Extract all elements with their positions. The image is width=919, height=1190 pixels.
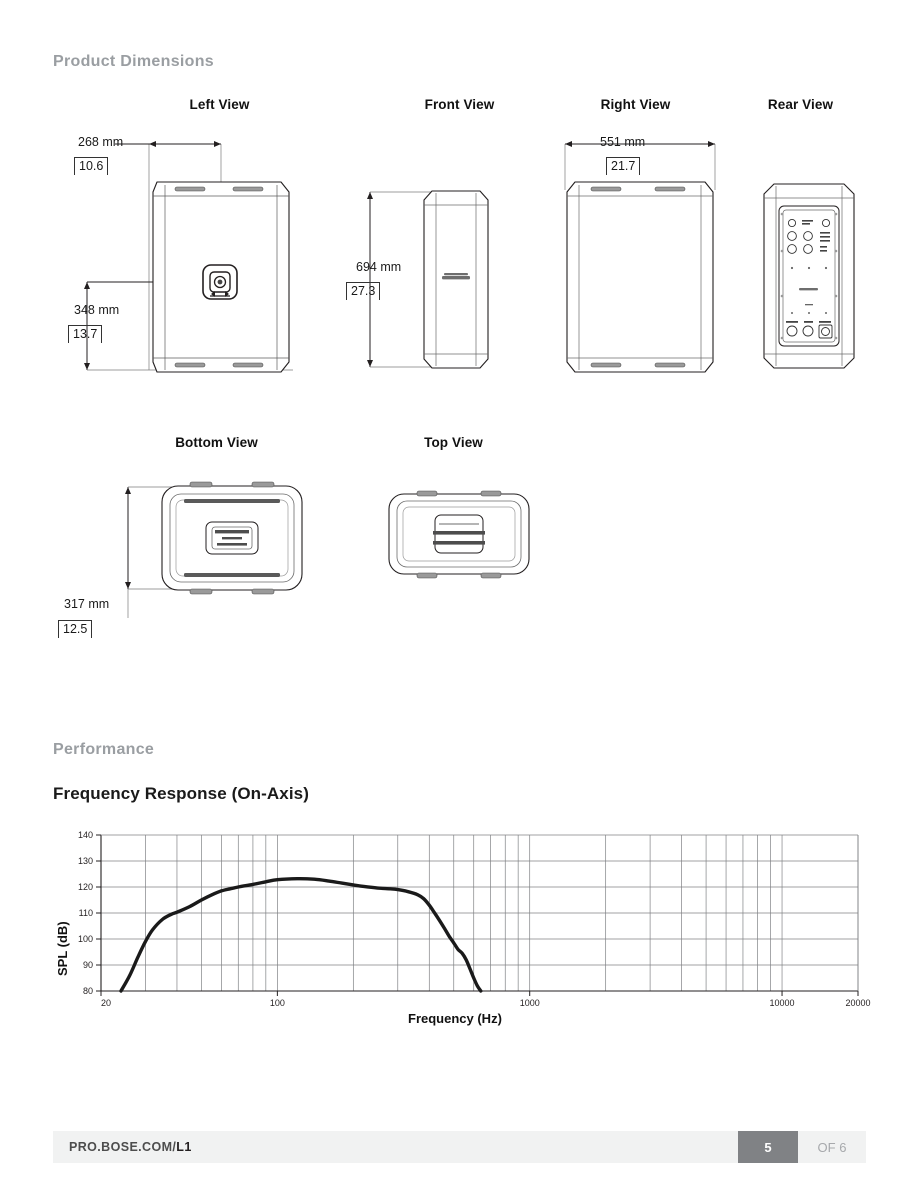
chart-y-tick-label: 100 [78, 934, 93, 944]
view-title-bottom: Bottom View [175, 435, 258, 450]
page-footer: PRO.BOSE.COM/L1 5 OF 6 [53, 1131, 866, 1163]
chart-y-tick-label: 120 [78, 882, 93, 892]
dim-left-width-imperial: 10.6 [74, 157, 109, 175]
chart-x-tick-label: 100 [270, 998, 285, 1008]
footer-url-suffix: L1 [176, 1140, 192, 1154]
view-title-front: Front View [424, 97, 495, 112]
chart-x-axis-title: Frequency (Hz) [408, 1011, 502, 1026]
left-view-drawing [53, 130, 343, 380]
spl-response-curve [119, 876, 483, 993]
footer-url-prefix: PRO.BOSE.COM/ [69, 1140, 177, 1154]
chart-y-tick-label: 110 [79, 908, 93, 918]
footer-pagination: 5 OF 6 [738, 1131, 866, 1163]
front-view-drawing [340, 175, 530, 380]
chart-x-tick-label: 10000 [770, 998, 795, 1008]
chart-y-tick-label: 140 [78, 830, 93, 840]
dim-left-width-metric: 268 mm [78, 135, 124, 149]
dim-right-width-imperial: 21.7 [606, 157, 641, 175]
chart-y-axis-title: SPL (dB) [55, 921, 70, 976]
top-view-drawing [375, 482, 550, 592]
chart-x-tick-label: 20 [101, 998, 111, 1008]
page-total-label: OF 6 [817, 1139, 847, 1155]
dim-front-height-metric: 694 mm [356, 260, 402, 274]
view-title-right: Right View [600, 97, 671, 112]
right-view-drawing [545, 130, 735, 380]
dim-left-height-imperial: 13.7 [68, 325, 103, 343]
dim-left-height-metric: 348 mm [74, 303, 120, 317]
rear-view-drawing [752, 176, 872, 376]
performance-heading: Performance [53, 741, 155, 758]
frequency-response-chart: SPL (dB) 80 90 100 110 120 130 140 20 100 1000 10… [53, 826, 871, 1031]
dim-front-height-imperial: 27.3 [346, 282, 381, 300]
dim-right-width-metric: 551 mm [600, 135, 646, 149]
chart-y-tick-label: 80 [83, 986, 93, 996]
view-title-top: Top View [424, 435, 483, 450]
chart-plot-area: 80 90 100 110 120 130 140 20 100 1000 10000 20000 [78, 830, 871, 1008]
frequency-response-heading: Frequency Response (On-Axis) [53, 784, 309, 803]
page-number-badge: 5 [738, 1131, 798, 1163]
bottom-view-drawing [110, 470, 340, 640]
footer-url[interactable]: PRO.BOSE.COM/L1 [69, 1140, 192, 1154]
chart-x-tick-label: 1000 [520, 998, 540, 1008]
product-dimensions-heading: Product Dimensions [53, 53, 214, 70]
chart-y-tick-label: 130 [78, 856, 93, 866]
dim-bottom-depth-metric: 317 mm [64, 597, 110, 611]
dim-bottom-depth-imperial: 12.5 [58, 620, 93, 638]
chart-y-tick-label: 90 [83, 960, 93, 970]
view-title-rear: Rear View [767, 97, 834, 112]
chart-x-tick-label: 20000 [845, 998, 870, 1008]
view-title-left: Left View [189, 97, 250, 112]
